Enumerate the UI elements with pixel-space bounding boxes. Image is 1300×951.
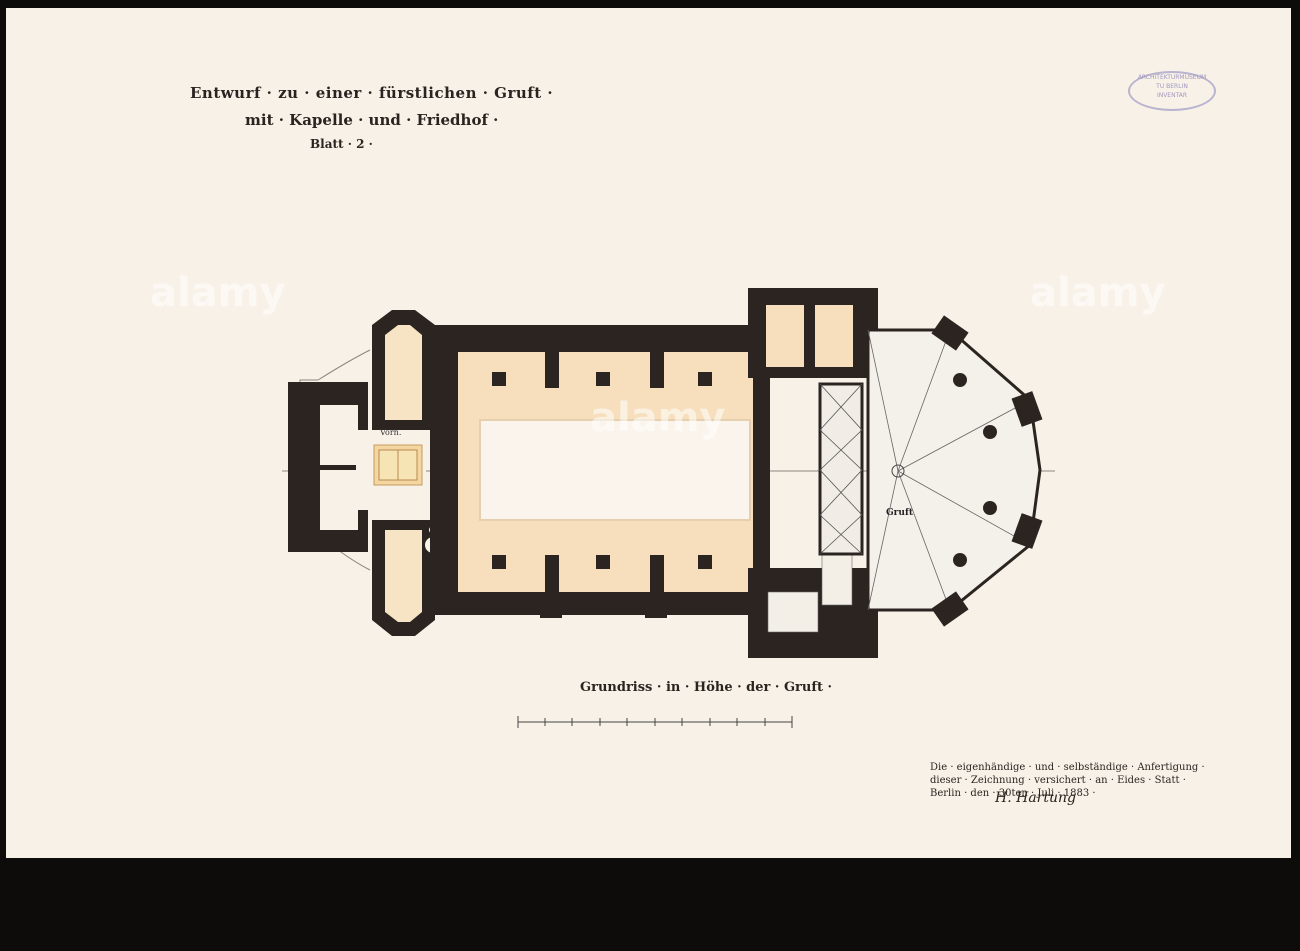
entrance-label: Vorh. — [380, 428, 402, 437]
nave — [430, 325, 770, 618]
museum-stamp: ARCHITEKTURMUSEUM TU BERLIN INVENTAR — [1128, 71, 1216, 111]
declaration-line-1: Die · eigenhändige · und · selbständige … — [930, 762, 1205, 773]
signature: H. Hartung — [995, 790, 1076, 806]
watermark: alamy — [1030, 270, 1166, 316]
stamp-line: ARCHITEKTURMUSEUM — [1137, 74, 1207, 81]
stamp-line: INVENTAR — [1156, 92, 1188, 99]
side-towers — [372, 310, 443, 636]
crypt-passage — [818, 382, 864, 556]
crypt-apse — [866, 315, 1043, 627]
declaration-line-3: Berlin · den · 30ten · Juli · 1883 · — [930, 788, 1096, 799]
east-towers — [748, 288, 878, 658]
sheet-number: Blatt · 2 · — [310, 137, 373, 151]
watermark: alamy — [150, 270, 286, 316]
entrance-block — [288, 349, 426, 571]
watermark: alamy — [590, 395, 726, 441]
scale-bar — [517, 716, 793, 728]
title-line-1: Entwurf · zu · einer · fürstlichen · Gru… — [190, 84, 554, 102]
declaration-line-2: dieser · Zeichnung · versichert · an · E… — [930, 775, 1186, 786]
plan-caption: Grundriss · in · Höhe · der · Gruft · — [580, 680, 833, 695]
title-line-2: mit · Kapelle · und · Friedhof · — [245, 111, 499, 129]
stamp-line: TU BERLIN — [1156, 83, 1188, 90]
crypt-label: Gruft — [886, 508, 913, 518]
